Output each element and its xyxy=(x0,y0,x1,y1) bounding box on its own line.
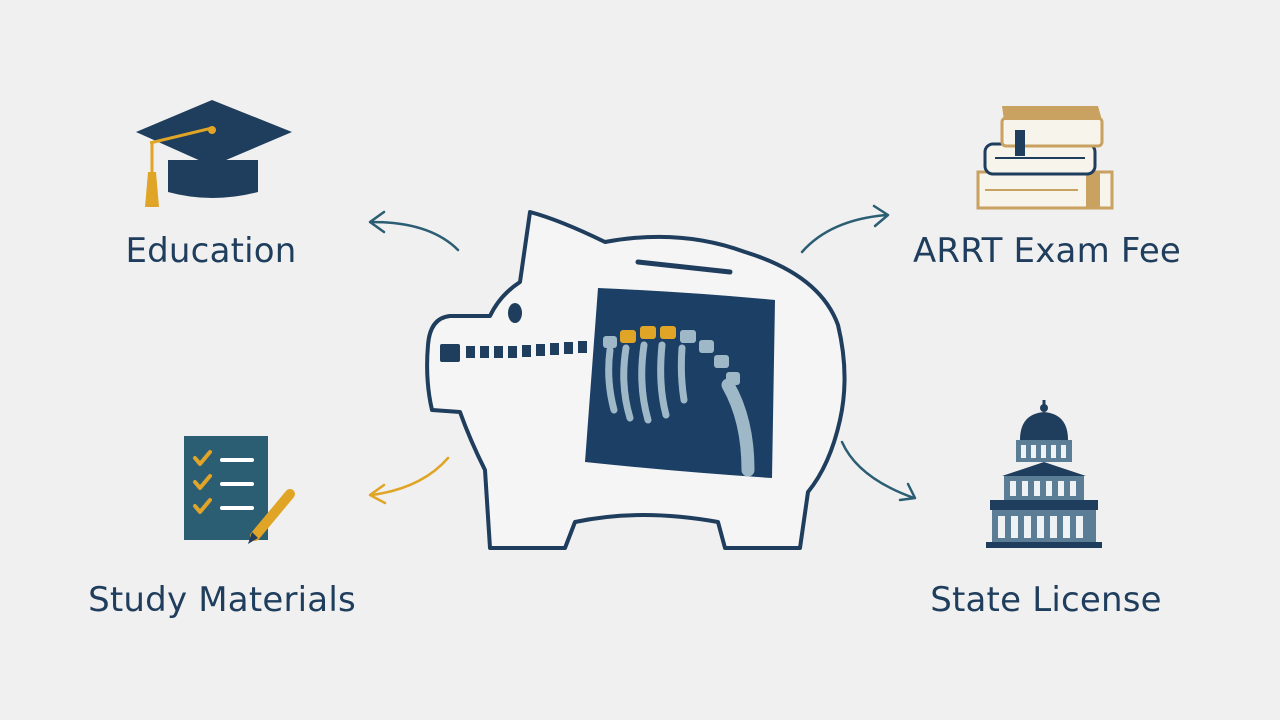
label-state-license: State License xyxy=(930,580,1162,620)
arrow-to-education xyxy=(368,210,460,252)
spine-dashes xyxy=(440,341,587,362)
book-stack-icon xyxy=(976,106,1114,210)
graduation-cap-icon xyxy=(136,100,292,207)
piggy-bank-xray-icon xyxy=(425,210,847,550)
label-study-materials: Study Materials xyxy=(88,580,356,620)
checklist-pencil-icon xyxy=(184,436,295,544)
coin-slot xyxy=(635,259,733,275)
arrow-to-state-license xyxy=(840,440,917,502)
arrow-to-exam-fee xyxy=(800,204,890,254)
label-arrt-exam-fee: ARRT Exam Fee xyxy=(912,231,1182,271)
capitol-building-icon xyxy=(986,400,1102,548)
spine-curve xyxy=(721,378,755,477)
label-education: Education xyxy=(125,231,297,271)
pig-eye xyxy=(508,303,522,323)
ribs xyxy=(605,341,688,424)
arrow-to-study-materials xyxy=(368,456,450,505)
